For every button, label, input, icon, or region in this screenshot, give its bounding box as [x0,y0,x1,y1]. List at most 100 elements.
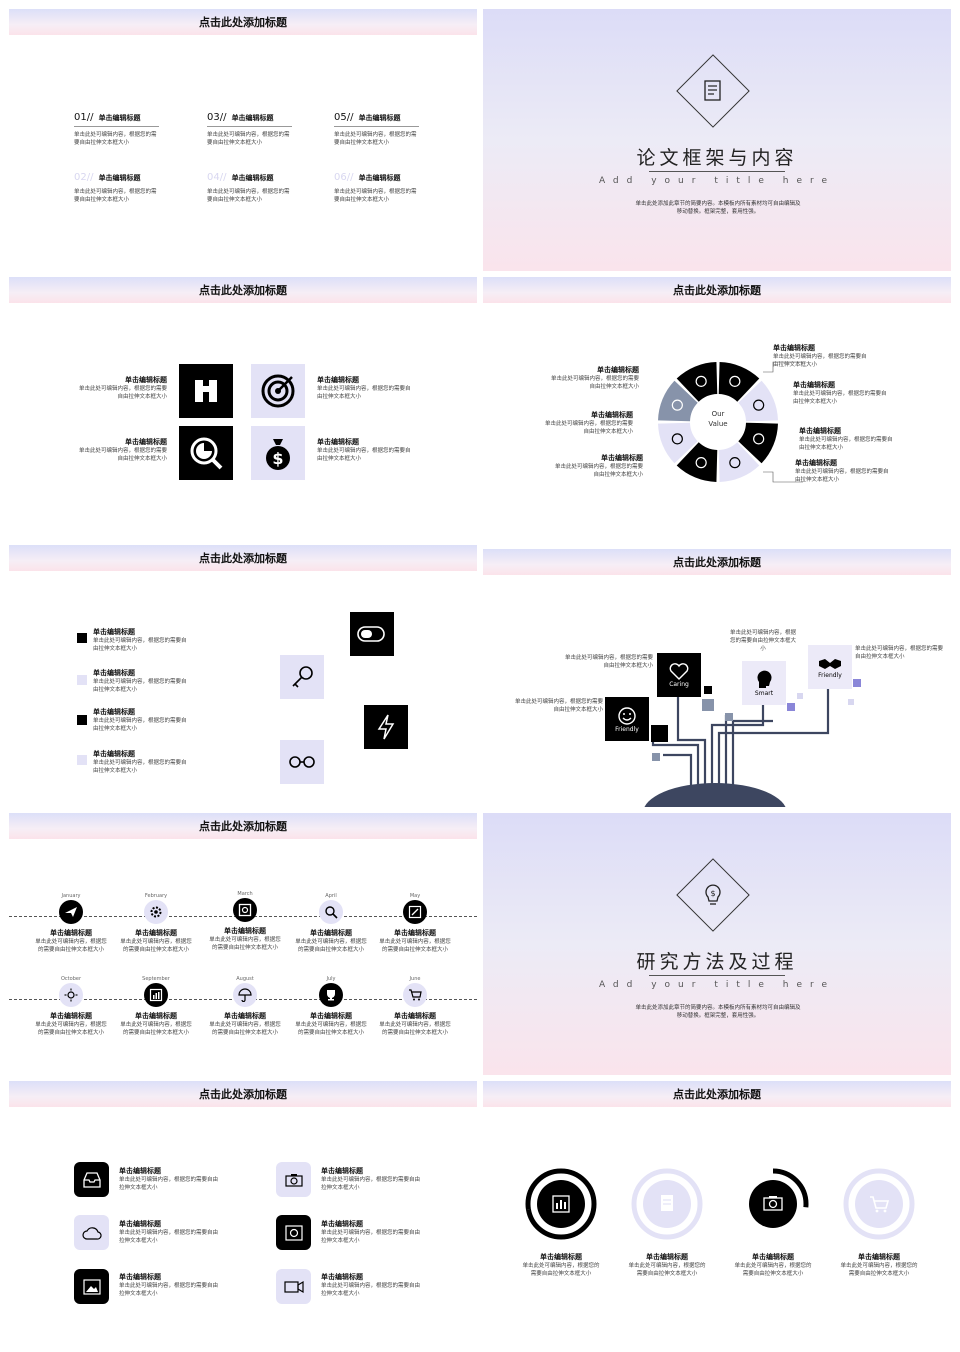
feature-title[interactable]: 单击编辑标题 [597,366,639,374]
feature-title[interactable]: 单击编辑标题 [321,1220,363,1228]
cover-description[interactable]: 单击此处添加此章节的简要内容。本模板内所有素材均可自由编辑及移动替换。框架完整，… [635,1005,801,1019]
feature-body[interactable]: 单击此处可编辑内容，根据您的需要自由拉伸文本框大小 [321,1283,421,1297]
item-body[interactable]: 单击此处可编辑内容，根据您的需要自由拉伸文本框大小 [120,939,192,953]
item-title[interactable]: 单击编辑标题 [358,114,401,122]
item-title[interactable]: 单击编辑标题 [394,929,436,937]
slide-title[interactable]: 点击此处添加标题 [199,552,287,565]
feature-title[interactable]: 单击编辑标题 [119,1273,161,1281]
item-body[interactable]: 单击此处可编辑内容，根据您的需要自由拉伸文本框大小 [295,939,367,953]
feature-title[interactable]: 单击编辑标题 [321,1273,363,1281]
feature-body[interactable]: 单击此处可编辑内容，根据您的需要自由拉伸文本框大小 [321,1230,421,1244]
feature-title[interactable]: 单击编辑标题 [793,381,835,389]
item-body[interactable]: 单击此处可编辑内容，根据您的需要自由拉伸文本框大小 [207,189,290,203]
item-body[interactable]: 单击此处可编辑内容，根据您的需要自由拉伸文本框大小 [93,679,187,693]
tree-text[interactable]: 单击此处可编辑内容，根据您的需要自由拉伸文本框大小 [514,699,603,713]
cover-title[interactable]: 论文框架与内容 [636,147,798,169]
feature-title[interactable]: 单击编辑标题 [317,438,359,446]
feature-body[interactable]: 单击此处可编辑内容，根据您的需要自由拉伸文本框大小 [321,1177,421,1191]
item-title[interactable]: 单击编辑标题 [231,174,274,182]
cover-title[interactable]: 研究方法及过程 [636,951,798,973]
item-title[interactable]: 单击编辑标题 [98,174,141,182]
feature-title[interactable]: 单击编辑标题 [317,376,359,384]
slide-title[interactable]: 点击此处添加标题 [199,16,287,29]
item-body[interactable]: 单击此处可编辑内容，根据您的需要自由拉伸文本框大小 [93,718,187,732]
slide-title[interactable]: 点击此处添加标题 [673,1088,761,1101]
item-body[interactable]: 单击此处可编辑内容，根据您的需要自由拉伸文本框大小 [207,132,290,146]
item-body[interactable]: 单击此处可编辑内容，根据您的需要自由拉伸文本框大小 [120,1022,192,1036]
item-body[interactable]: 单击此处可编辑内容，根据您的需要自由拉伸文本框大小 [379,1022,451,1036]
feature-title[interactable]: 单击编辑标题 [125,438,167,446]
feature-body[interactable]: 单击此处可编辑内容，根据您的需要自由拉伸文本框大小 [544,421,633,435]
item-title[interactable]: 单击编辑标题 [231,114,274,122]
feature-body[interactable]: 单击此处可编辑内容，根据您的需要自由拉伸文本框大小 [550,376,639,390]
item-title[interactable]: 单击编辑标题 [135,1012,177,1020]
item-body[interactable]: 单击此处可编辑内容，根据您的需要自由拉伸文本框大小 [522,1263,600,1277]
feature-body[interactable]: 单击此处可编辑内容，根据您的需要自由拉伸文本框大小 [795,469,889,483]
feature-body[interactable]: 单击此处可编辑内容，根据您的需要自由拉伸文本框大小 [773,354,867,368]
feature-body[interactable]: 单击此处可编辑内容，根据您的需要自由拉伸文本框大小 [554,464,643,478]
item-title[interactable]: 单击编辑标题 [646,1253,688,1261]
item-body[interactable]: 单击此处可编辑内容，根据您的需要自由拉伸文本框大小 [334,189,417,203]
item-body[interactable]: 单击此处可编辑内容，根据您的需要自由拉伸文本框大小 [93,760,187,774]
feature-title[interactable]: 单击编辑标题 [601,454,643,462]
feature-title[interactable]: 单击编辑标题 [795,459,837,467]
feature-title[interactable]: 单击编辑标题 [125,376,167,384]
feature-body[interactable]: 单击此处可编辑内容，根据您的需要自由拉伸文本框大小 [799,437,893,451]
item-body[interactable]: 单击此处可编辑内容，根据您的需要自由拉伸文本框大小 [74,189,157,203]
item-body[interactable]: 单击此处可编辑内容，根据您的需要自由拉伸文本框大小 [295,1022,367,1036]
item-title[interactable]: 单击编辑标题 [93,669,135,677]
slide-title[interactable]: 点击此处添加标题 [673,284,761,297]
item-body[interactable]: 单击此处可编辑内容，根据您的需要自由拉伸文本框大小 [840,1263,918,1277]
slide-title[interactable]: 点击此处添加标题 [199,284,287,297]
item-title[interactable]: 单击编辑标题 [135,929,177,937]
item-title[interactable]: 单击编辑标题 [310,929,352,937]
item-body[interactable]: 单击此处可编辑内容，根据您的需要自由拉伸文本框大小 [209,937,281,951]
item-body[interactable]: 单击此处可编辑内容，根据您的需要自由拉伸文本框大小 [334,132,417,146]
cover-subtitle[interactable]: Add your title here [598,980,836,990]
slide-title[interactable]: 点击此处添加标题 [199,1088,287,1101]
tree-text[interactable]: 单击此处可编辑内容，根据您的需要自由拉伸文本框大小 [855,646,944,660]
slide-title[interactable]: 点击此处添加标题 [199,820,287,833]
feature-title[interactable]: 单击编辑标题 [119,1220,161,1228]
feature-title[interactable]: 单击编辑标题 [799,427,841,435]
slide-title[interactable]: 点击此处添加标题 [673,556,761,569]
feature-body[interactable]: 单击此处可编辑内容，根据您的需要自由拉伸文本框大小 [793,391,887,405]
item-title[interactable]: 单击编辑标题 [50,929,92,937]
feature-body[interactable]: 单击此处可编辑内容，根据您的需要自由拉伸文本框大小 [119,1177,219,1191]
item-body[interactable]: 单击此处可编辑内容，根据您的需要自由拉伸文本框大小 [379,939,451,953]
tree-text[interactable]: 单击此处可编辑内容，根据您的需要自由拉伸文本框大小 [729,630,796,652]
item-title[interactable]: 单击编辑标题 [93,628,135,636]
tree-text[interactable]: 单击此处可编辑内容，根据您的需要自由拉伸文本框大小 [564,655,653,669]
feature-body[interactable]: 单击此处可编辑内容，根据您的需要自由拉伸文本框大小 [317,386,411,400]
item-title[interactable]: 单击编辑标题 [540,1253,582,1261]
cover-description[interactable]: 单击此处添加此章节的简要内容。本模板内所有素材均可自由编辑及移动替换。框架完整，… [635,201,801,215]
feature-body[interactable]: 单击此处可编辑内容，根据您的需要自由拉伸文本框大小 [119,1283,219,1297]
feature-title[interactable]: 单击编辑标题 [591,411,633,419]
item-title[interactable]: 单击编辑标题 [224,1012,266,1020]
item-body[interactable]: 单击此处可编辑内容，根据您的需要自由拉伸文本框大小 [35,939,107,953]
feature-body[interactable]: 单击此处可编辑内容，根据您的需要自由拉伸文本框大小 [78,448,167,462]
item-title[interactable]: 单击编辑标题 [224,927,266,935]
feature-title[interactable]: 单击编辑标题 [119,1167,161,1175]
item-body[interactable]: 单击此处可编辑内容，根据您的需要自由拉伸文本框大小 [74,132,157,146]
item-title[interactable]: 单击编辑标题 [98,114,141,122]
item-body[interactable]: 单击此处可编辑内容，根据您的需要自由拉伸文本框大小 [628,1263,706,1277]
item-title[interactable]: 单击编辑标题 [93,750,135,758]
item-title[interactable]: 单击编辑标题 [310,1012,352,1020]
item-title[interactable]: 单击编辑标题 [394,1012,436,1020]
feature-body[interactable]: 单击此处可编辑内容，根据您的需要自由拉伸文本框大小 [317,448,411,462]
feature-body[interactable]: 单击此处可编辑内容，根据您的需要自由拉伸文本框大小 [78,386,167,400]
item-title[interactable]: 单击编辑标题 [93,708,135,716]
item-title[interactable]: 单击编辑标题 [358,174,401,182]
cover-subtitle[interactable]: Add your title here [598,176,836,186]
feature-body[interactable]: 单击此处可编辑内容，根据您的需要自由拉伸文本框大小 [119,1230,219,1244]
item-title[interactable]: 单击编辑标题 [858,1253,900,1261]
item-body[interactable]: 单击此处可编辑内容，根据您的需要自由拉伸文本框大小 [35,1022,107,1036]
feature-title[interactable]: 单击编辑标题 [321,1167,363,1175]
item-body[interactable]: 单击此处可编辑内容，根据您的需要自由拉伸文本框大小 [734,1263,812,1277]
item-title[interactable]: 单击编辑标题 [752,1253,794,1261]
feature-title[interactable]: 单击编辑标题 [773,344,815,352]
item-body[interactable]: 单击此处可编辑内容，根据您的需要自由拉伸文本框大小 [209,1022,281,1036]
item-title[interactable]: 单击编辑标题 [50,1012,92,1020]
item-body[interactable]: 单击此处可编辑内容，根据您的需要自由拉伸文本框大小 [93,638,187,652]
